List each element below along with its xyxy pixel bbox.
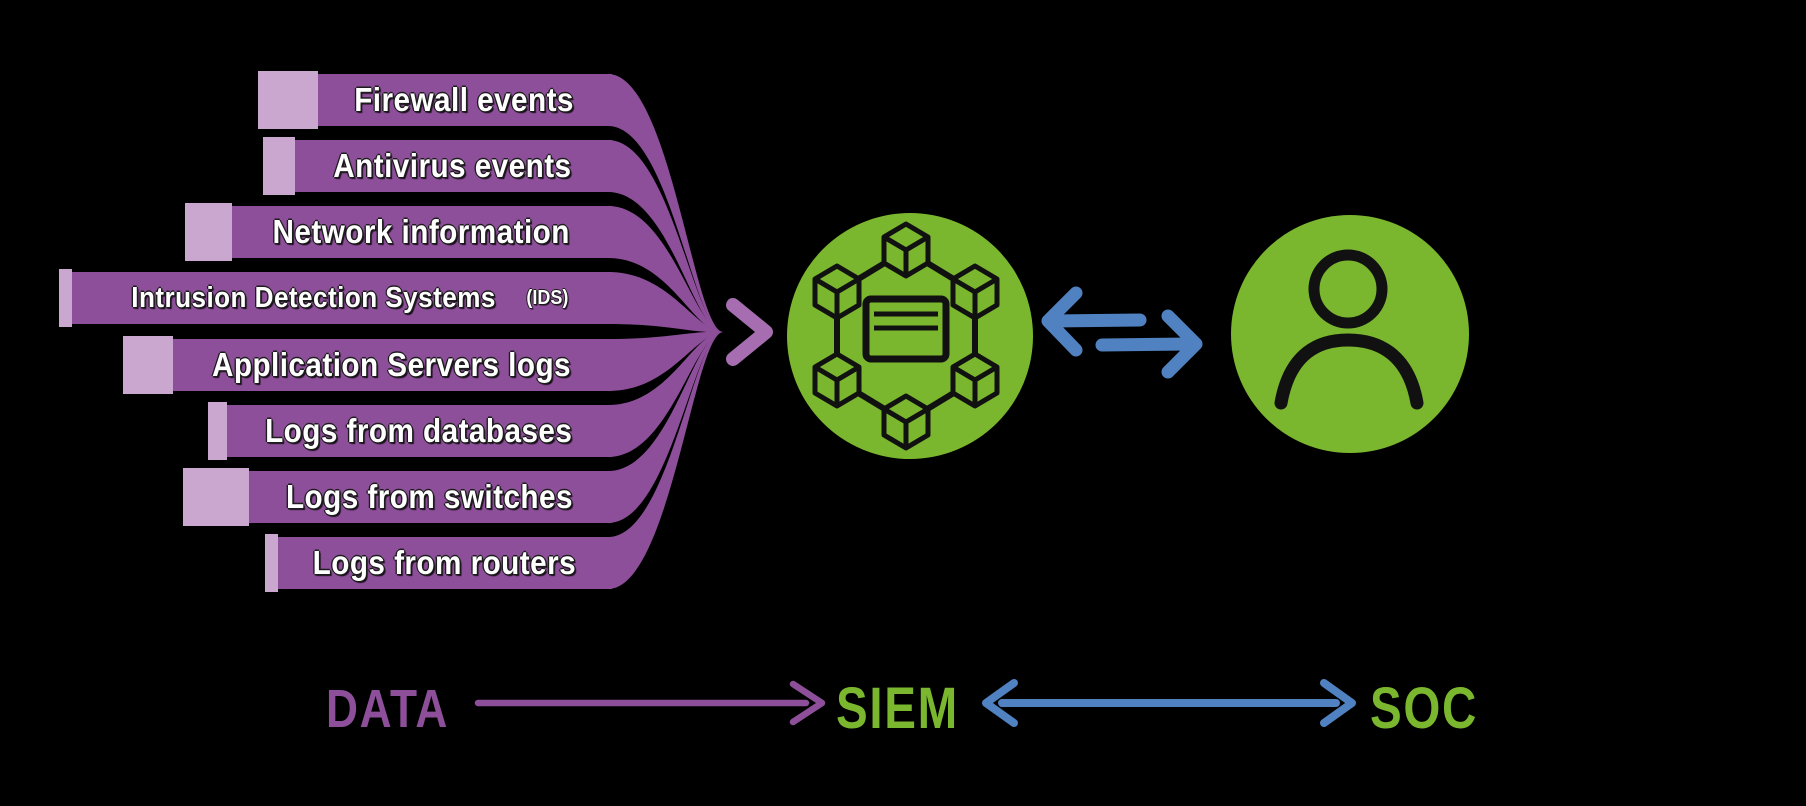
source-tab (59, 269, 72, 327)
siem-node (787, 213, 1033, 459)
server-icon (862, 295, 950, 363)
arrow-right-icon (1095, 309, 1203, 379)
funnel-band (608, 140, 723, 333)
funnel-band (608, 331, 723, 589)
source-banner-switches: Logs from switches (247, 471, 612, 523)
source-label: Logs from databases (264, 412, 573, 449)
arrow-left-icon (1041, 286, 1147, 357)
data-to-siem-arrow-icon (474, 680, 826, 726)
source-label: Network information (272, 213, 570, 250)
data-label: DATA (326, 679, 449, 739)
person-icon (1274, 249, 1424, 410)
source-tab (265, 534, 278, 592)
network-cubes-icon (815, 224, 997, 448)
funnel (608, 74, 773, 589)
source-label: Application Servers logs (211, 346, 572, 383)
source-tab (263, 137, 295, 195)
soc-label: SOC (1370, 676, 1478, 741)
source-tab (185, 203, 232, 261)
source-label: Intrusion Detection Systems (131, 281, 496, 314)
funnel-band (608, 74, 723, 333)
siem-soc-exchange-arrows (1041, 286, 1203, 379)
siem-soc-double-arrow-icon (982, 679, 1356, 727)
siem-label: SIEM (836, 676, 959, 741)
source-banner-routers: Logs from routers (276, 537, 612, 589)
funnel-band (608, 331, 723, 523)
source-tab (208, 402, 227, 460)
source-label: Firewall events (354, 81, 574, 118)
funnel-band (608, 272, 723, 333)
source-banner-appservers: Application Servers logs (171, 339, 612, 391)
soc-node (1231, 215, 1469, 453)
source-banner-ids: Intrusion Detection Systems(IDS) (70, 272, 612, 324)
source-banner-network: Network information (230, 206, 612, 258)
source-banner-antivirus: Antivirus events (293, 140, 612, 192)
footer-arrows (474, 679, 1356, 727)
source-banner-databases: Logs from databases (225, 405, 612, 457)
source-label: Logs from routers (312, 544, 576, 581)
funnel-band (608, 331, 723, 391)
source-tab (183, 468, 249, 526)
funnel-band (608, 206, 723, 333)
source-banner-firewall: Firewall events (316, 74, 612, 126)
funnel-band (608, 331, 723, 457)
source-tab (258, 71, 318, 129)
source-label: Antivirus events (333, 147, 572, 184)
funnel-arrowhead-icon (726, 298, 773, 366)
source-label: Logs from switches (285, 478, 573, 515)
source-tab (123, 336, 173, 394)
